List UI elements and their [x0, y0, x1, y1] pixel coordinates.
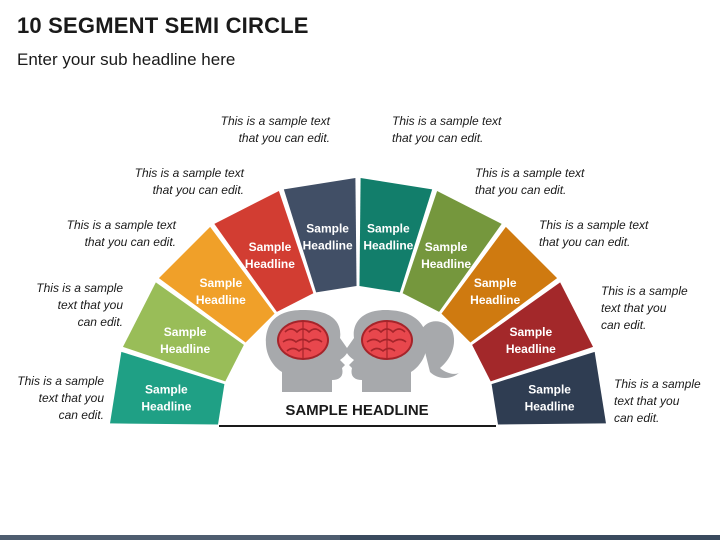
segment-caption-1: This is a sample text that you can edit.: [17, 374, 104, 422]
segment-1: [110, 351, 225, 425]
segment-caption-6: This is a sample text that you can edit.: [392, 114, 502, 145]
segment-6: [359, 178, 433, 293]
segment-7: [402, 190, 502, 312]
segment-caption-4: This is a sample text that you can edit.: [134, 166, 244, 197]
segment-9: [472, 282, 594, 382]
segment-caption-3: This is a sample text that you can edit.: [66, 218, 176, 249]
female-head-brain-icon: [346, 310, 460, 392]
segment-caption-10: This is a sample text that you can edit.: [614, 377, 701, 425]
center-headline: SAMPLE HEADLINE: [285, 402, 428, 419]
segment-10: [491, 351, 606, 425]
segment-2: [122, 282, 244, 382]
segment-4: [214, 190, 314, 312]
segment-5: [283, 178, 357, 293]
page-subtitle: Enter your sub headline here: [17, 50, 236, 69]
segment-caption-9: This is a sample text that you can edit.: [601, 284, 688, 332]
segment-caption-5: This is a sample text that you can edit.: [220, 114, 330, 145]
page-title: 10 SEGMENT SEMI CIRCLE: [17, 13, 309, 38]
segment-caption-7: This is a sample text that you can edit.: [475, 166, 585, 197]
segment-caption-2: This is a sample text that you can edit.: [36, 281, 123, 329]
segment-caption-8: This is a sample text that you can edit.: [539, 218, 649, 249]
segment-8: [441, 226, 558, 343]
male-head-brain-icon: [265, 310, 348, 392]
bottom-bar: [0, 535, 720, 540]
segment-3: [158, 226, 275, 343]
